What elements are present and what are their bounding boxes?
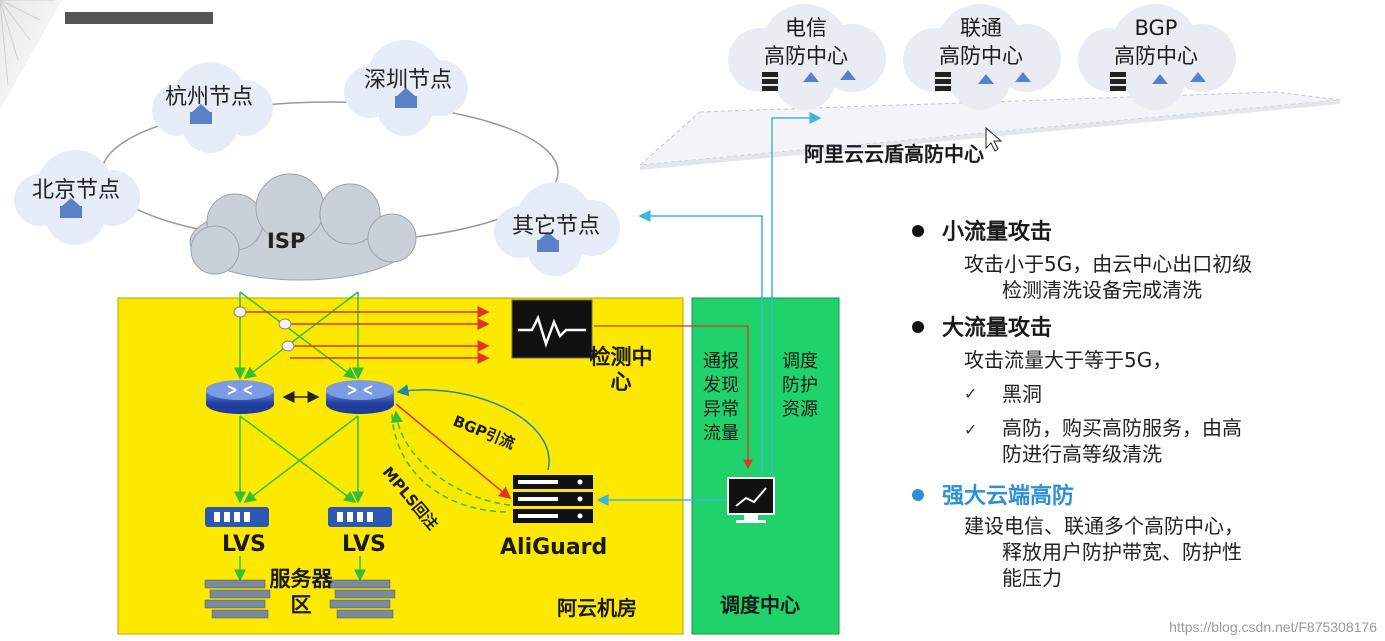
router-lvs-links bbox=[234, 415, 364, 504]
server-zone-line1: 服务器 bbox=[269, 567, 333, 591]
report-line-1: 通报 bbox=[703, 351, 739, 372]
strong-desc-1: 建设电信、联通多个高防中心， bbox=[964, 514, 1244, 538]
bullet-strong-cloud: 强大云端高防 bbox=[912, 478, 1074, 510]
mouse-cursor-icon bbox=[985, 126, 1003, 152]
schedule-line-3: 资源 bbox=[782, 399, 818, 420]
divert-traffic-line bbox=[395, 403, 512, 499]
watermark: https://blog.csdn.net/F875308176 bbox=[1169, 619, 1377, 635]
mirror-traffic-arrows bbox=[238, 306, 490, 364]
router-right bbox=[326, 380, 394, 414]
detection-center-line1: 检测中 bbox=[589, 345, 653, 369]
telecom-subtitle: 高防中心 bbox=[764, 44, 848, 68]
report-line bbox=[594, 325, 753, 470]
aliguard-device-icon bbox=[513, 475, 593, 523]
isp-label: ISP bbox=[267, 229, 306, 253]
bullet-small-attack: 小流量攻击 bbox=[912, 214, 1052, 246]
firewall-icon bbox=[60, 88, 559, 252]
firewall-icon bbox=[803, 70, 1206, 84]
report-line-2: 发现 bbox=[703, 375, 739, 396]
tap-points bbox=[233, 306, 295, 352]
node-hangzhou-label: 杭州节点 bbox=[165, 85, 254, 110]
cloud-bgp bbox=[1078, 4, 1236, 110]
server-zone-label: 服务器 区 bbox=[262, 566, 340, 618]
cloud-shenzhen bbox=[344, 40, 468, 136]
bullet-dot bbox=[912, 225, 924, 237]
telecom-center-label: 电信 高防中心 bbox=[758, 14, 854, 70]
schedule-line-1: 调度 bbox=[782, 351, 818, 372]
isp-router-links bbox=[234, 291, 364, 380]
check-antiddos-2: 防进行高等级清洗 bbox=[1002, 442, 1162, 466]
lvs-device-right bbox=[328, 507, 392, 527]
report-line-4: 流量 bbox=[703, 423, 739, 444]
lvs-device-left bbox=[205, 507, 269, 527]
cloud-telecom bbox=[728, 4, 886, 110]
strong-desc-3: 能压力 bbox=[1002, 566, 1062, 590]
bgp-center-label: BGP 高防中心 bbox=[1108, 14, 1204, 70]
bullet-large-attack: 大流量攻击 bbox=[912, 310, 1052, 342]
node-shenzhen-label: 深圳节点 bbox=[364, 68, 453, 93]
slide-corner-decoration bbox=[0, 0, 213, 110]
node-other-label: 其它节点 bbox=[512, 214, 601, 239]
bullet-large-title: 大流量攻击 bbox=[942, 316, 1053, 341]
unicom-subtitle: 高防中心 bbox=[939, 44, 1023, 68]
datacenter-room-label: 阿云机房 bbox=[557, 596, 637, 620]
bgp-divert-line bbox=[396, 384, 550, 471]
dispatch-center-label: 调度中心 bbox=[720, 593, 800, 617]
bullet-strong-title: 强大云端高防 bbox=[942, 484, 1075, 509]
check-blackhole: 黑洞 bbox=[1002, 382, 1042, 406]
telecom-name: 电信 bbox=[785, 16, 827, 40]
server-zone-line2: 区 bbox=[290, 593, 312, 617]
check-icon: ✓ bbox=[964, 420, 978, 439]
report-anomaly-label: 通报 发现 异常 流量 bbox=[703, 350, 739, 446]
cloud-beijing bbox=[14, 150, 140, 245]
isp-cloud bbox=[189, 173, 417, 281]
server-stack-left bbox=[204, 579, 271, 619]
server-stack-right bbox=[329, 579, 396, 619]
strong-desc-2: 释放用户防护带宽、防护性 bbox=[1002, 540, 1242, 564]
aliguard-label: AliGuard bbox=[500, 535, 608, 560]
dispatch-zone bbox=[691, 297, 840, 635]
dispatch-to-other-node bbox=[638, 210, 763, 476]
lvs-right-label: LVS bbox=[342, 532, 386, 557]
bullet-small-title: 小流量攻击 bbox=[942, 220, 1053, 245]
bullet-dot bbox=[912, 489, 924, 501]
dispatch-to-antiddos bbox=[771, 112, 822, 476]
schedule-resource-label: 调度 防护 资源 bbox=[782, 350, 826, 422]
schedule-line-2: 防护 bbox=[782, 375, 818, 396]
unicom-name: 联通 bbox=[960, 16, 1002, 40]
small-desc-1: 攻击小于5G，由云中心出口初级 bbox=[964, 252, 1253, 276]
bgp-subtitle: 高防中心 bbox=[1114, 44, 1198, 68]
small-desc-2: 检测清洗设备完成清洗 bbox=[1002, 278, 1202, 302]
bullet-dot bbox=[912, 321, 924, 333]
antiddos-platform-label: 阿里云云盾高防中心 bbox=[804, 142, 984, 166]
router-left bbox=[206, 380, 274, 414]
mpls-return-line bbox=[390, 410, 511, 506]
detection-center-line2: 心 bbox=[610, 370, 632, 394]
check-icon: ✓ bbox=[964, 384, 978, 403]
unicom-center-label: 联通 高防中心 bbox=[933, 14, 1029, 70]
check-antiddos-1: 高防，购买高防服务，由高 bbox=[1002, 416, 1242, 440]
server-icon bbox=[762, 72, 1126, 91]
lvs-left-label: LVS bbox=[222, 532, 266, 557]
node-beijing-label: 北京节点 bbox=[32, 178, 121, 203]
report-line-3: 异常 bbox=[703, 399, 739, 420]
detection-monitor-icon bbox=[511, 299, 593, 359]
large-desc: 攻击流量大于等于5G， bbox=[964, 348, 1173, 372]
dispatch-monitor-icon bbox=[727, 477, 775, 523]
detection-center-label: 检测中 心 bbox=[583, 345, 659, 395]
bgp-name: BGP bbox=[1134, 16, 1178, 40]
